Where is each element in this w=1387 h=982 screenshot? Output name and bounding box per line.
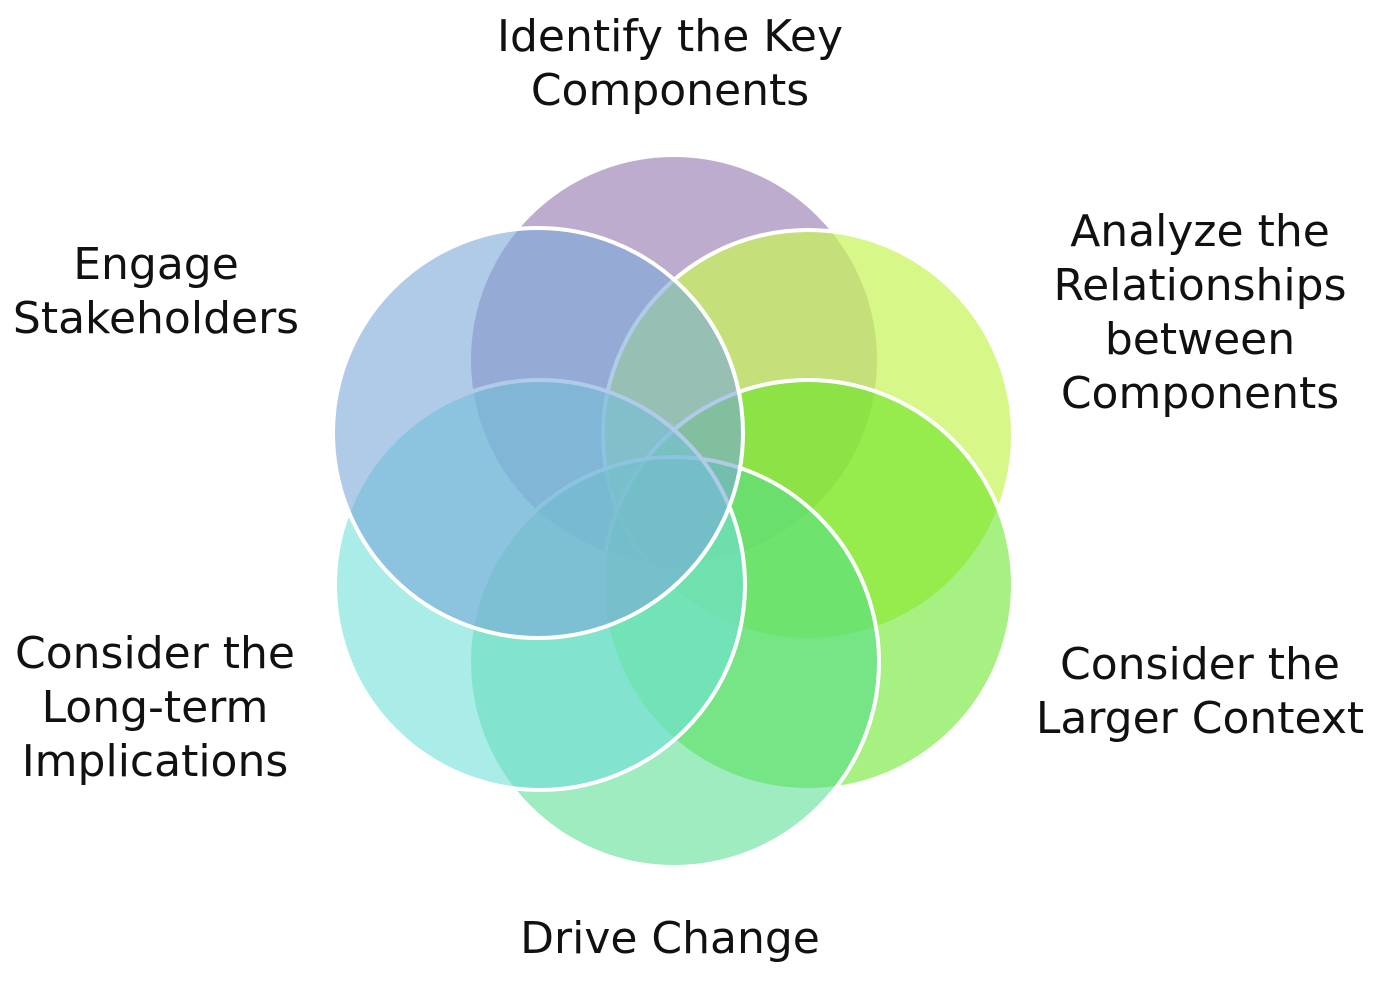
label-line: Larger Context — [1035, 693, 1365, 744]
label-engage-stakeholders: Engage Stakeholders — [0, 238, 312, 346]
label-drive-change: Drive Change — [470, 912, 870, 966]
label-line: Drive Change — [520, 913, 820, 964]
label-identify-key-components: Identify the Key Components — [440, 10, 900, 118]
label-line: between — [1104, 314, 1296, 365]
label-line: Consider the — [1060, 639, 1340, 690]
label-analyze-relationships: Analyze the Relationships between Compon… — [1000, 205, 1387, 421]
label-line: Analyze the — [1070, 206, 1330, 257]
label-line: Implications — [21, 736, 289, 787]
circle-engage — [331, 226, 745, 640]
label-larger-context: Consider the Larger Context — [1010, 638, 1387, 746]
label-line: Relationships — [1053, 260, 1347, 311]
label-line: Consider the — [15, 628, 295, 679]
label-line: Long-term — [41, 682, 269, 733]
label-line: Components — [530, 65, 810, 116]
label-line: Engage — [73, 239, 239, 290]
label-line: Stakeholders — [12, 293, 300, 344]
label-line: Identify the Key — [496, 11, 844, 62]
label-long-term-implications: Consider the Long-term Implications — [0, 627, 310, 789]
label-line: Components — [1060, 368, 1340, 419]
